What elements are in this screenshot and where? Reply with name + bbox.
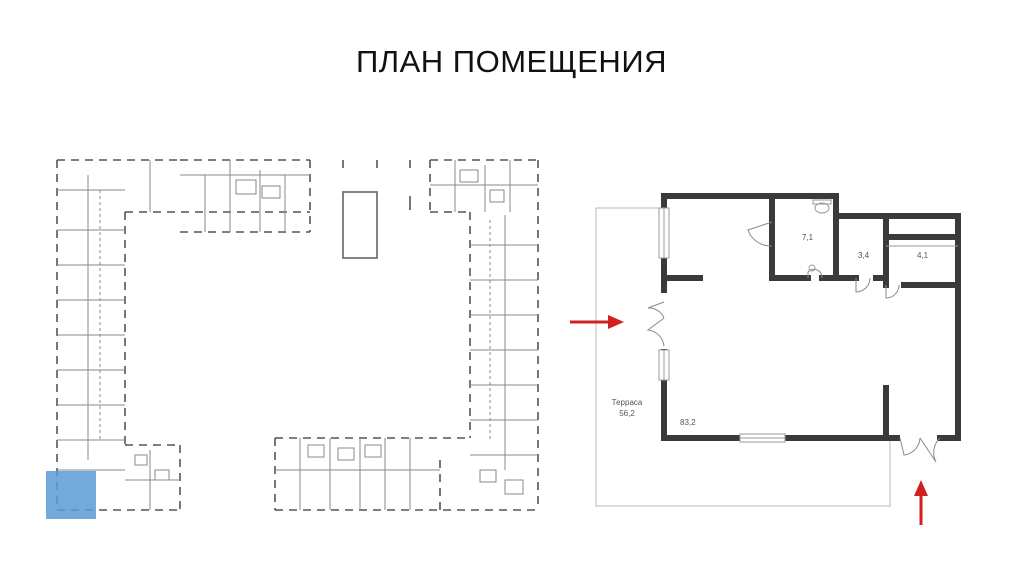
terrace-area: 56,2	[619, 409, 635, 418]
apartment-partitions	[57, 160, 538, 510]
room-area-7-1: 7,1	[802, 233, 814, 242]
page-title: ПЛАН ПОМЕЩЕНИЯ	[356, 44, 667, 79]
room-area-4-1: 4,1	[917, 251, 929, 260]
windows	[658, 207, 786, 443]
building-floor-plan	[56, 159, 539, 511]
entrance-arrow-south	[914, 480, 928, 525]
highlighted-unit	[46, 471, 96, 519]
entrance-arrow-west	[570, 315, 624, 329]
room-area-3-4: 3,4	[858, 251, 870, 260]
room-labels: Терраса 56,2 83,2 7,1 3,4 4,1	[612, 233, 929, 427]
terrace-label: Терраса	[612, 398, 643, 407]
door-swings	[646, 221, 941, 463]
terrace-outline	[595, 207, 891, 507]
fixtures	[808, 199, 958, 272]
main-room-area: 83,2	[680, 418, 696, 427]
